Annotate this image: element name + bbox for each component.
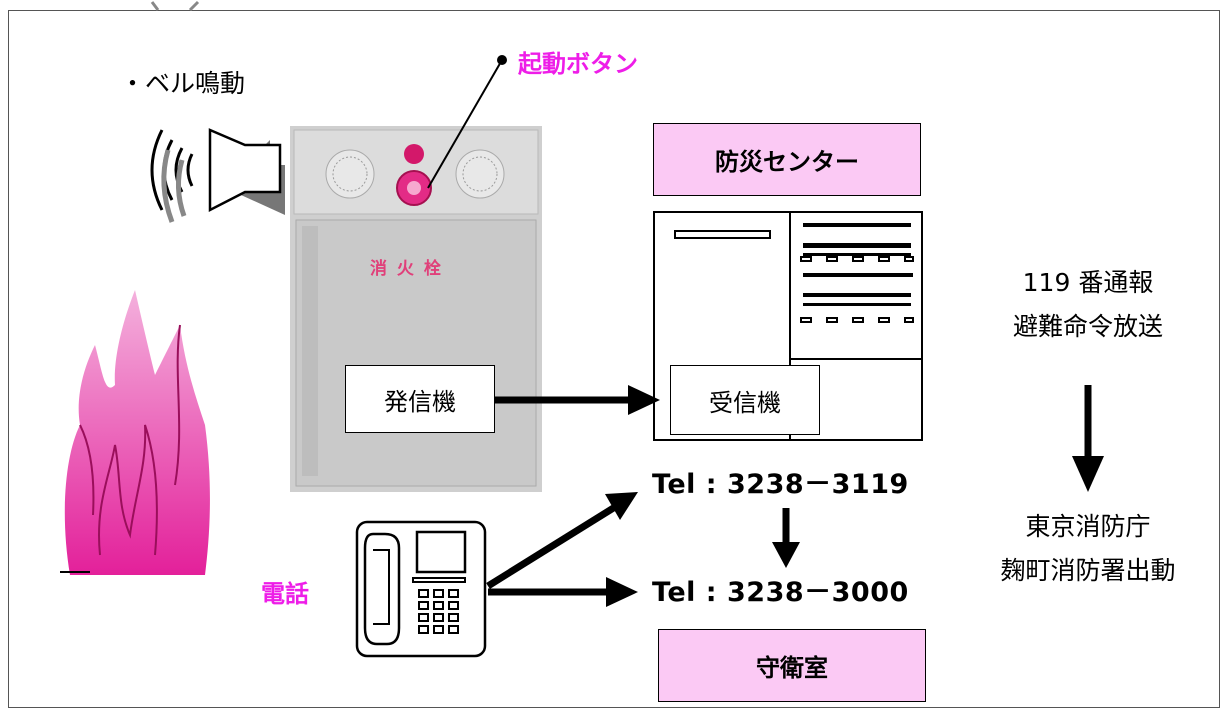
telephone-icon bbox=[355, 520, 487, 658]
diagram-frame bbox=[8, 10, 1220, 708]
phone-to-center-arrow bbox=[486, 492, 638, 589]
notify-line1: 119 番通報 bbox=[1022, 268, 1154, 297]
receiver-box: 受信機 bbox=[670, 365, 820, 435]
transmitter-box: 発信機 bbox=[345, 365, 495, 433]
center-to-guard-arrow bbox=[772, 508, 800, 568]
guard-room-label: 守衛室 bbox=[756, 654, 828, 682]
start-button-pointer bbox=[427, 55, 507, 189]
bell-label: ・ベル鳴動 bbox=[120, 69, 246, 98]
disaster-center-box: 防災センター bbox=[653, 123, 921, 196]
indicator-lamp bbox=[404, 144, 424, 164]
fire-hydrant-cabinet bbox=[290, 126, 542, 492]
guard-room-box: 守衛室 bbox=[658, 629, 926, 702]
notify-text: 119 番通報 避難命令放送 bbox=[990, 261, 1186, 349]
disaster-center-label: 防災センター bbox=[715, 148, 859, 176]
receiver-label: 受信機 bbox=[709, 388, 781, 417]
phone-to-guard-arrow bbox=[488, 577, 638, 607]
notify-line2: 避難命令放送 bbox=[1012, 312, 1163, 341]
phone-label: 電話 bbox=[261, 580, 309, 608]
fire-dept-line1: 東京消防庁 bbox=[1025, 512, 1151, 541]
tel-center: Tel : 3238－3119 bbox=[652, 469, 909, 500]
speaker-icon bbox=[150, 128, 285, 223]
start-button-label: 起動ボタン bbox=[518, 50, 638, 78]
transmitter-label: 発信機 bbox=[384, 387, 456, 416]
hydrant-sign: 消 火 栓 bbox=[370, 259, 443, 279]
fire-dept-line2: 麹町消防署出動 bbox=[1000, 556, 1176, 585]
fire-flame-icon bbox=[60, 290, 210, 575]
transmitter-to-receiver-arrow bbox=[495, 385, 660, 415]
tel-guard: Tel : 3238－3000 bbox=[652, 577, 909, 608]
corner-fragment bbox=[150, 0, 200, 12]
fire-dept-text: 東京消防庁 麹町消防署出動 bbox=[970, 505, 1206, 593]
notify-to-fire-dept-arrow bbox=[1072, 385, 1104, 492]
